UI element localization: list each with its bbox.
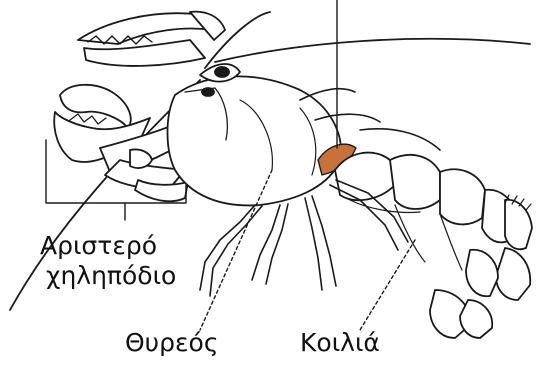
carapace bbox=[168, 64, 341, 205]
abdomen-pointer bbox=[360, 240, 415, 330]
right-claw bbox=[78, 12, 225, 66]
eye bbox=[215, 67, 229, 77]
antenna-right bbox=[215, 39, 530, 62]
abdomen-label: Κοιλιά bbox=[300, 330, 380, 355]
left-claw-label-line2: χηληπόδιο bbox=[46, 263, 176, 288]
eye-2 bbox=[202, 88, 214, 96]
abdomen bbox=[335, 153, 532, 338]
carapace-label: Θυρεός bbox=[125, 330, 219, 355]
left-claw-label-line1: Αριστερό bbox=[40, 233, 157, 258]
